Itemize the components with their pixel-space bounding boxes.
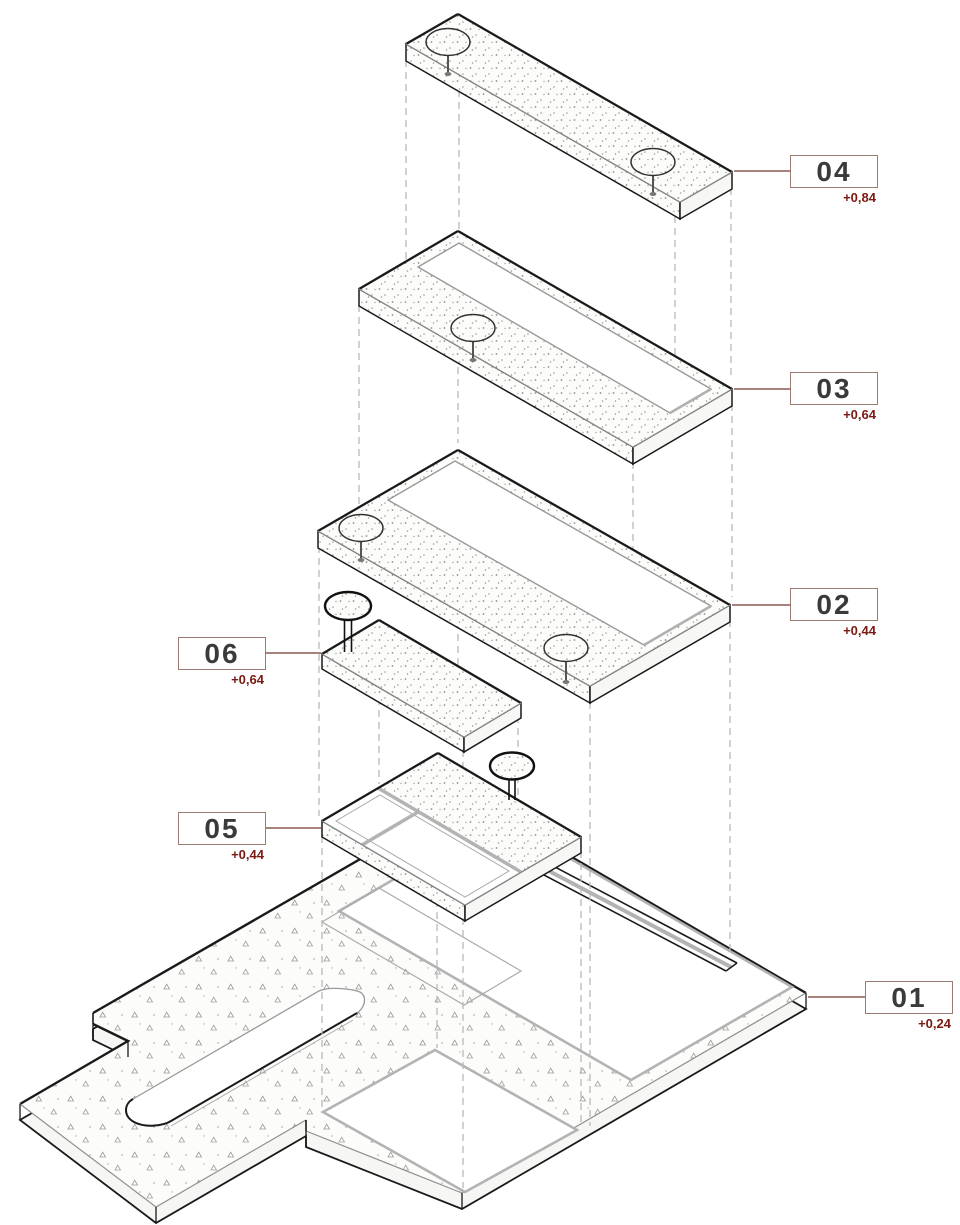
layer-number: 05 bbox=[204, 812, 240, 844]
slot-cutout bbox=[125, 987, 366, 1127]
layer-number: 04 bbox=[816, 155, 852, 187]
layer-tag-04: 04 bbox=[790, 155, 878, 188]
layer-number: 06 bbox=[204, 637, 240, 669]
round-table-icon bbox=[450, 313, 496, 362]
round-table-icon bbox=[630, 147, 676, 196]
layer-number: 02 bbox=[816, 588, 852, 620]
layer-number: 03 bbox=[816, 372, 852, 404]
layer-elevation-06: +0,64 bbox=[231, 672, 264, 687]
layer-tag-01: 01 bbox=[865, 981, 953, 1014]
layer-06-slab bbox=[321, 590, 522, 754]
layer-elevation-02: +0,44 bbox=[843, 623, 876, 638]
layer-04-slab bbox=[405, 13, 733, 221]
layer-02-slab bbox=[317, 449, 731, 705]
floating-table-icon bbox=[323, 590, 373, 652]
layer-elevation-04: +0,84 bbox=[843, 190, 876, 205]
round-table-icon bbox=[425, 27, 471, 76]
base-notch-steps bbox=[92, 1013, 307, 1131]
footprint-guide-06 bbox=[320, 887, 523, 1006]
layer-elevation-03: +0,64 bbox=[843, 407, 876, 422]
layer-tag-06: 06 bbox=[178, 637, 266, 670]
round-table-icon bbox=[338, 513, 384, 562]
floating-table-icon bbox=[488, 751, 536, 800]
layer-tag-02: 02 bbox=[790, 588, 878, 621]
layer-tag-03: 03 bbox=[790, 372, 878, 405]
layer-03-slab bbox=[358, 230, 733, 466]
base-deck-region-bottom bbox=[320, 1048, 580, 1194]
layer-tag-05: 05 bbox=[178, 812, 266, 845]
layer-elevation-05: +0,44 bbox=[231, 847, 264, 862]
base-corner-verticals bbox=[19, 993, 807, 1223]
slab-05-deck bbox=[322, 788, 521, 905]
leader-lines bbox=[265, 170, 865, 998]
layer-05-slab bbox=[321, 751, 582, 923]
layer-number: 01 bbox=[891, 981, 927, 1013]
round-table-icon bbox=[543, 633, 589, 684]
layer-elevation-01: +0,24 bbox=[918, 1016, 951, 1031]
